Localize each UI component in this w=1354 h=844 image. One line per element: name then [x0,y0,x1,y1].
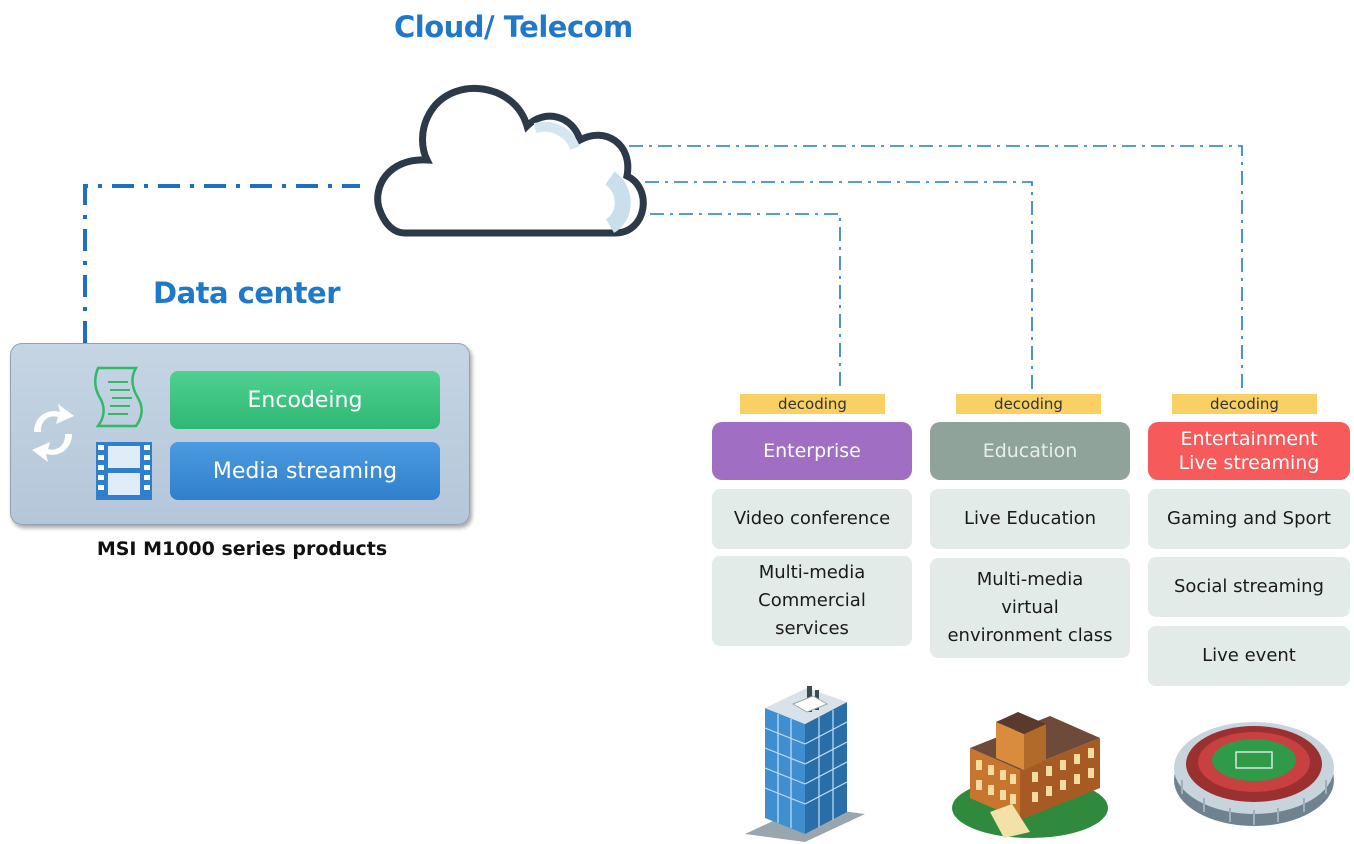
sync-arrows-icon [32,404,74,462]
cloud-to-enterprise-link [650,213,841,392]
office-tower-icon [745,686,865,842]
category-entertainment: Entertainment Live streaming [1148,422,1350,480]
cloud-to-education-link [645,181,1033,392]
document-icon [94,366,143,428]
school-building-icon [952,712,1108,838]
list-item: Video conference [712,489,912,549]
product-caption: MSI M1000 series products [96,538,388,560]
encoding-block: Encodeing [170,371,440,429]
decoding-label-education: decoding [956,394,1101,414]
cloud-to-entertainment-link [600,145,1243,392]
decoding-label-enterprise: decoding [740,394,885,414]
cloud-icon [374,84,647,237]
datacenter-to-cloud-link [83,184,360,343]
cloud-title: Cloud/ Telecom [394,10,633,44]
list-item: Social streaming [1148,557,1350,617]
category-education: Education [930,422,1130,480]
film-strip-icon [96,442,152,500]
list-item: Live Education [930,489,1130,549]
datacenter-title: Data center [153,276,341,310]
list-item: Live event [1148,626,1350,686]
decoding-label-entertainment: decoding [1172,394,1317,414]
category-entertainment-line1: Entertainment [1180,428,1318,450]
stadium-icon [1174,722,1334,826]
list-item: Multi-media Commercial services [712,556,912,646]
media-streaming-block: Media streaming [170,442,440,500]
category-enterprise: Enterprise [712,422,912,480]
list-item: Gaming and Sport [1148,489,1350,549]
category-entertainment-line2: Live streaming [1178,452,1320,474]
list-item: Multi-media virtual environment class [930,558,1130,658]
